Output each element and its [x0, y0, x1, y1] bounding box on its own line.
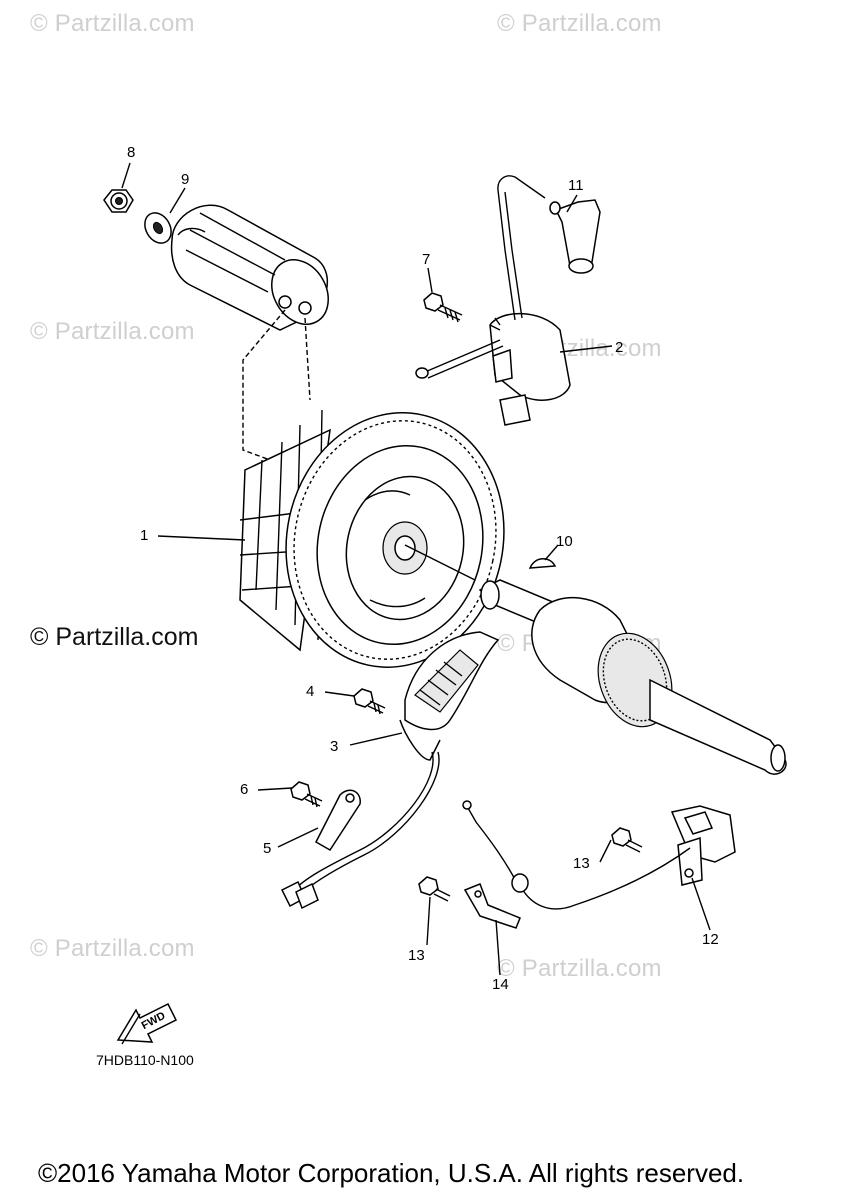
bolt-part-13b[interactable]: [418, 876, 451, 902]
watermark: © Partzilla.com: [30, 935, 195, 962]
pulser-coil-part-3[interactable]: [280, 631, 500, 910]
callout-3: 3: [330, 738, 339, 755]
callout-14: 14: [492, 976, 509, 993]
callout-6: 6: [240, 781, 249, 798]
starter-motor[interactable]: [170, 204, 340, 334]
watermark: © Partzilla.com: [497, 10, 662, 37]
bolt-part-13a[interactable]: [611, 827, 643, 853]
ignition-coil-part-2[interactable]: [415, 175, 571, 426]
watermark: © Partzilla.com: [30, 10, 195, 37]
bracket-part-14[interactable]: [463, 883, 521, 929]
callout-11: 11: [568, 177, 584, 194]
callout-13: 13: [573, 855, 590, 872]
callout-9: 9: [181, 171, 190, 188]
watermark: © Partzilla.com: [30, 318, 195, 345]
callout-1: 1: [140, 527, 149, 544]
bolt-part-7[interactable]: [423, 292, 463, 323]
flywheel-part-1[interactable]: [239, 392, 527, 687]
callout-2: 2: [615, 339, 624, 356]
callout-5: 5: [263, 840, 272, 857]
nut-part-8[interactable]: [103, 189, 134, 213]
washer-part-9[interactable]: [140, 208, 177, 248]
callout-4: 4: [306, 683, 315, 700]
plug-cap-part-11[interactable]: [549, 199, 601, 274]
fwd-arrow-icon: FWD: [116, 1002, 178, 1045]
watermark-main: © Partzilla.com: [30, 623, 199, 651]
callout-12: 12: [702, 931, 719, 948]
callout-8: 8: [127, 144, 136, 161]
bolt-part-6[interactable]: [290, 781, 323, 808]
callout-13: 13: [408, 947, 425, 964]
diagram-reference: 7HDB110-N100: [96, 1052, 194, 1068]
clamp-part-5[interactable]: [315, 789, 361, 852]
crankshaft[interactable]: [478, 579, 787, 775]
watermark: © Partzilla.com: [497, 955, 662, 982]
sensor-part-12[interactable]: [462, 800, 736, 910]
key-part-10[interactable]: [528, 558, 557, 569]
bolt-part-4[interactable]: [353, 688, 386, 715]
copyright-notice: ©2016 Yamaha Motor Corporation, U.S.A. A…: [38, 1158, 745, 1188]
callout-10: 10: [556, 533, 573, 550]
callout-7: 7: [422, 251, 431, 268]
